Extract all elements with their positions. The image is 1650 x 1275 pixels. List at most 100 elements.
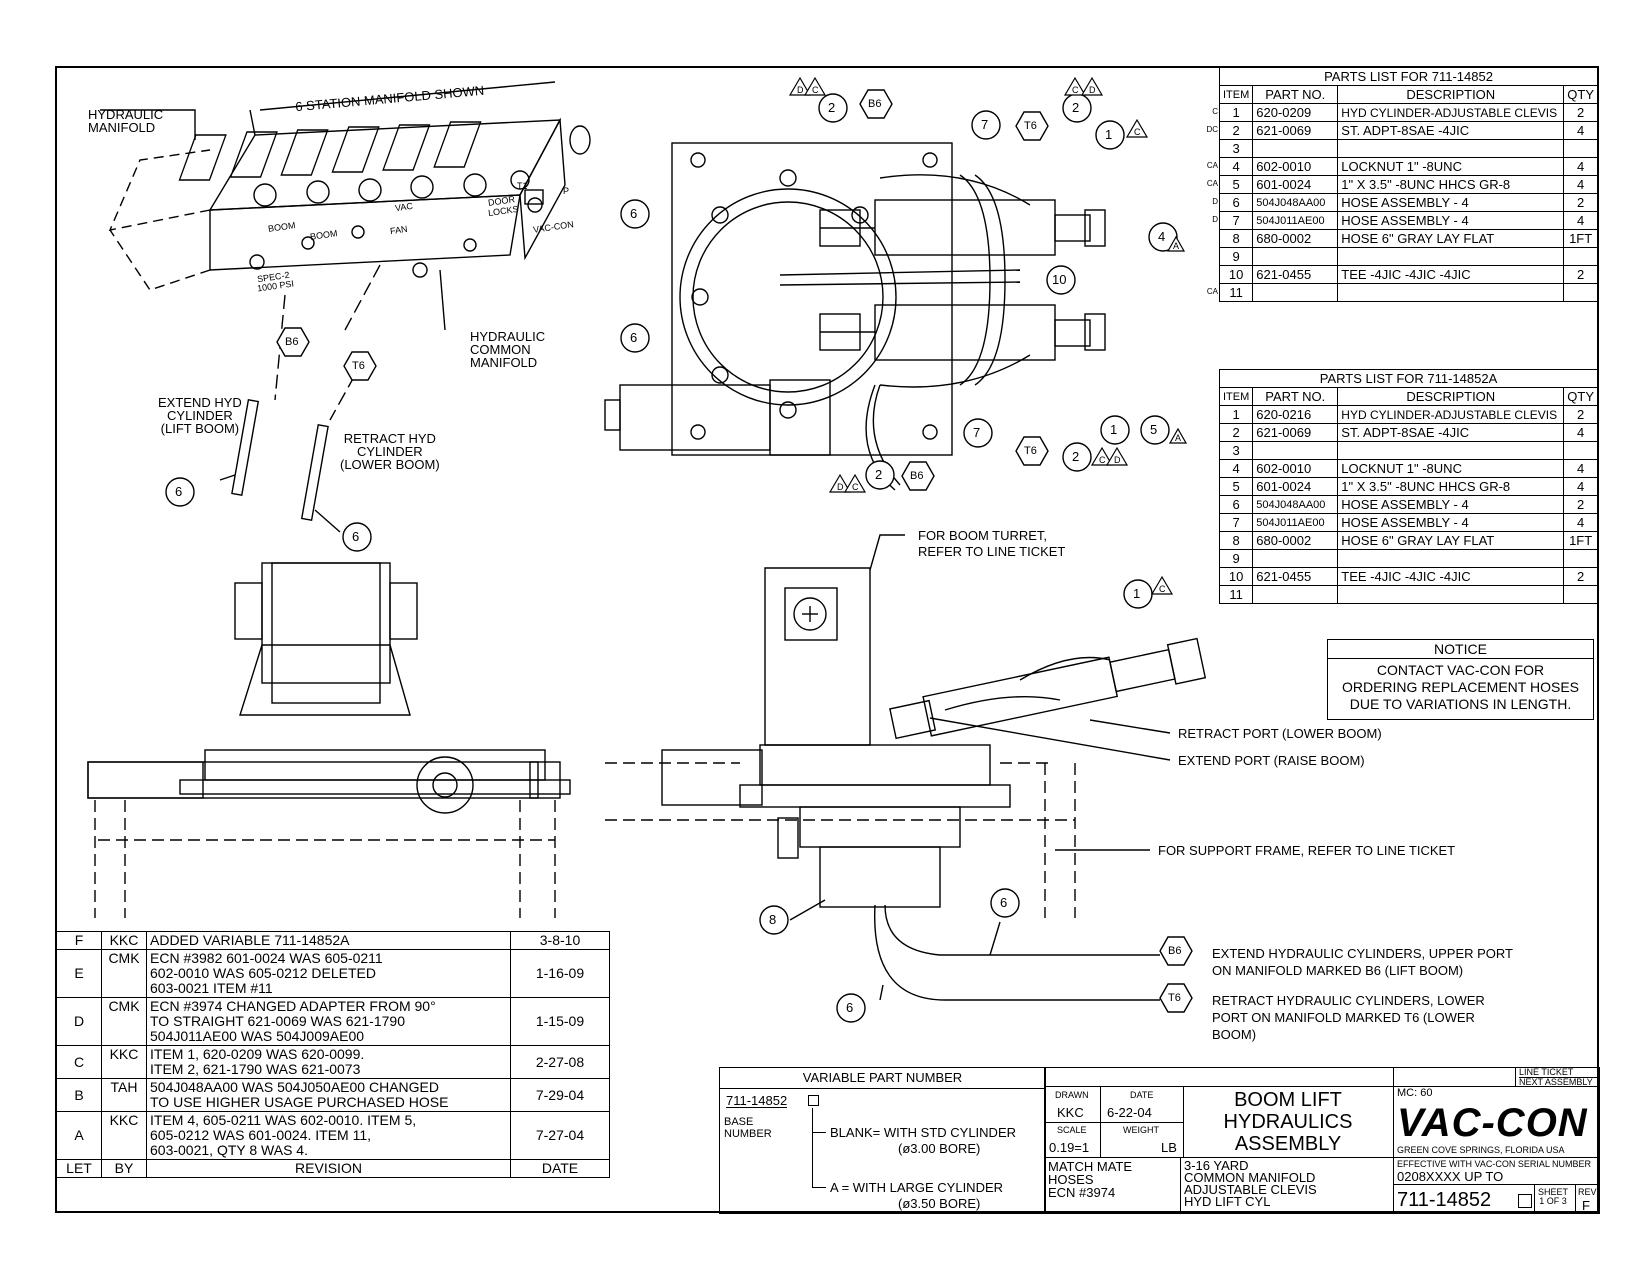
part-description: HOSE ASSEMBLY - 4 bbox=[1337, 211, 1565, 230]
revision-date: 1-15-09 bbox=[510, 997, 610, 1046]
balloon-6: 6 bbox=[630, 330, 638, 345]
base-number-label: BASE NUMBER bbox=[724, 1116, 772, 1140]
match-mate: MATCH MATE HOSES ECN #3974 bbox=[1048, 1159, 1133, 1200]
part-number bbox=[1252, 585, 1339, 604]
rev-marker-triangle: DC bbox=[1206, 125, 1218, 134]
rev-marker-triangle bbox=[1180, 265, 1218, 283]
date-label: DATE bbox=[1130, 1090, 1154, 1100]
parts-row: 3 bbox=[1218, 441, 1598, 460]
part-number: 621-0069 bbox=[1252, 423, 1339, 442]
weight-label: WEIGHT bbox=[1123, 1125, 1159, 1135]
balloon-6: 6 bbox=[175, 484, 183, 499]
balloon-7: 7 bbox=[973, 425, 981, 440]
part-qty bbox=[1563, 247, 1598, 266]
part-number bbox=[1252, 549, 1339, 568]
col-part-no: PART NO. bbox=[1252, 387, 1339, 406]
manifold-mark-t1: T1 bbox=[517, 181, 528, 191]
part-description: HOSE 6" GRAY LAY FLAT bbox=[1337, 531, 1565, 550]
item-number: 7 bbox=[1218, 211, 1254, 230]
scale-value: 0.19=1 bbox=[1049, 1140, 1090, 1155]
revision-by: KKC bbox=[101, 931, 147, 950]
revision-letter: D bbox=[56, 997, 102, 1046]
part-qty: 4 bbox=[1563, 477, 1598, 496]
part-description: HYD CYLINDER-ADJUSTABLE CLEVIS bbox=[1337, 405, 1565, 424]
serial-number: 0208XXXX UP TO bbox=[1397, 1169, 1504, 1184]
part-qty bbox=[1563, 283, 1598, 302]
part-qty: 4 bbox=[1563, 423, 1598, 442]
part-number bbox=[1252, 441, 1339, 460]
revision-date: 3-8-10 bbox=[510, 931, 610, 950]
rev-marker-triangle: CA bbox=[1206, 161, 1218, 170]
tri-c: C bbox=[1072, 85, 1079, 95]
part-number: 504J011AE00 bbox=[1252, 513, 1339, 532]
part-description bbox=[1337, 247, 1565, 266]
revision-header-date: DATE bbox=[510, 1159, 610, 1178]
extend-port-label: EXTEND PORT (RAISE BOOM) bbox=[1178, 753, 1365, 768]
col-description: DESCRIPTION bbox=[1337, 387, 1565, 406]
variable-part-number-box: VARIABLE PART NUMBER 711-14852 BASE NUMB… bbox=[719, 1067, 1046, 1214]
item-number: 6 bbox=[1218, 495, 1254, 514]
item-number: 2 bbox=[1218, 121, 1254, 140]
item-number: 6 bbox=[1218, 193, 1254, 212]
revision-letter: C bbox=[56, 1045, 102, 1079]
part-qty: 2 bbox=[1563, 495, 1598, 514]
parts-row: 11 bbox=[1218, 283, 1598, 302]
item-number: 5 bbox=[1218, 477, 1254, 496]
revision-letter: E bbox=[56, 949, 102, 998]
balloon-2: 2 bbox=[828, 100, 836, 115]
revision-letter: B bbox=[56, 1078, 102, 1112]
tri-c: C bbox=[1134, 127, 1141, 137]
effective-label: EFFECTIVE WITH VAC-CON SERIAL NUMBER bbox=[1397, 1159, 1592, 1169]
part-number: 621-0455 bbox=[1252, 567, 1339, 586]
part-description: LOCKNUT 1" -8UNC bbox=[1337, 459, 1565, 478]
balloon-2: 2 bbox=[1072, 449, 1080, 464]
revision-by: CMK bbox=[101, 997, 147, 1046]
revision-date: 1-16-09 bbox=[510, 949, 610, 998]
front-view-drawing bbox=[87, 562, 571, 918]
balloon-1: 1 bbox=[1105, 127, 1113, 142]
revision-date: 2-27-08 bbox=[510, 1045, 610, 1079]
notice-line: DUE TO VARIATIONS IN LENGTH. bbox=[1349, 696, 1572, 712]
balloon-6: 6 bbox=[630, 206, 638, 221]
part-number: 621-0455 bbox=[1252, 265, 1339, 284]
a-option: A = WITH LARGE CYLINDER bbox=[830, 1180, 1004, 1195]
drawing-border bbox=[55, 66, 1599, 1213]
base-number: 711-14852 bbox=[726, 1093, 788, 1108]
balloon-6: 6 bbox=[846, 1000, 854, 1015]
col-part-no: PART NO. bbox=[1252, 85, 1339, 104]
balloon-7: 7 bbox=[981, 117, 989, 132]
part-description: HOSE ASSEMBLY - 4 bbox=[1337, 193, 1565, 212]
part-qty bbox=[1563, 139, 1598, 158]
balloon-5: 5 bbox=[1150, 422, 1158, 437]
top-view-drawing bbox=[604, 142, 1106, 491]
item-number: 10 bbox=[1218, 265, 1254, 284]
parts-row: 3 bbox=[1218, 139, 1598, 158]
balloon-6: 6 bbox=[352, 529, 360, 544]
part-number: 620-0216 bbox=[1252, 405, 1339, 424]
notice-box: NOTICE CONTACT VAC-CON FOR ORDERING REPL… bbox=[1327, 639, 1594, 720]
revision-text: ECN #3974 CHANGED ADAPTER FROM 90°TO STR… bbox=[146, 997, 511, 1046]
item-number: 11 bbox=[1218, 283, 1254, 302]
part-description: HOSE ASSEMBLY - 4 bbox=[1337, 495, 1565, 514]
part-number: 680-0002 bbox=[1252, 229, 1339, 248]
mc-label: MC: 60 bbox=[1397, 1087, 1433, 1099]
part-number bbox=[1252, 139, 1339, 158]
item-number: 8 bbox=[1218, 229, 1254, 248]
col-qty: QTY bbox=[1563, 387, 1598, 406]
part-qty: 2 bbox=[1563, 265, 1598, 284]
part-description: ST. ADPT-8SAE -4JIC bbox=[1337, 423, 1565, 442]
support-frame-label: FOR SUPPORT FRAME, REFER TO LINE TICKET bbox=[1158, 843, 1456, 858]
col-qty: QTY bbox=[1563, 85, 1598, 104]
